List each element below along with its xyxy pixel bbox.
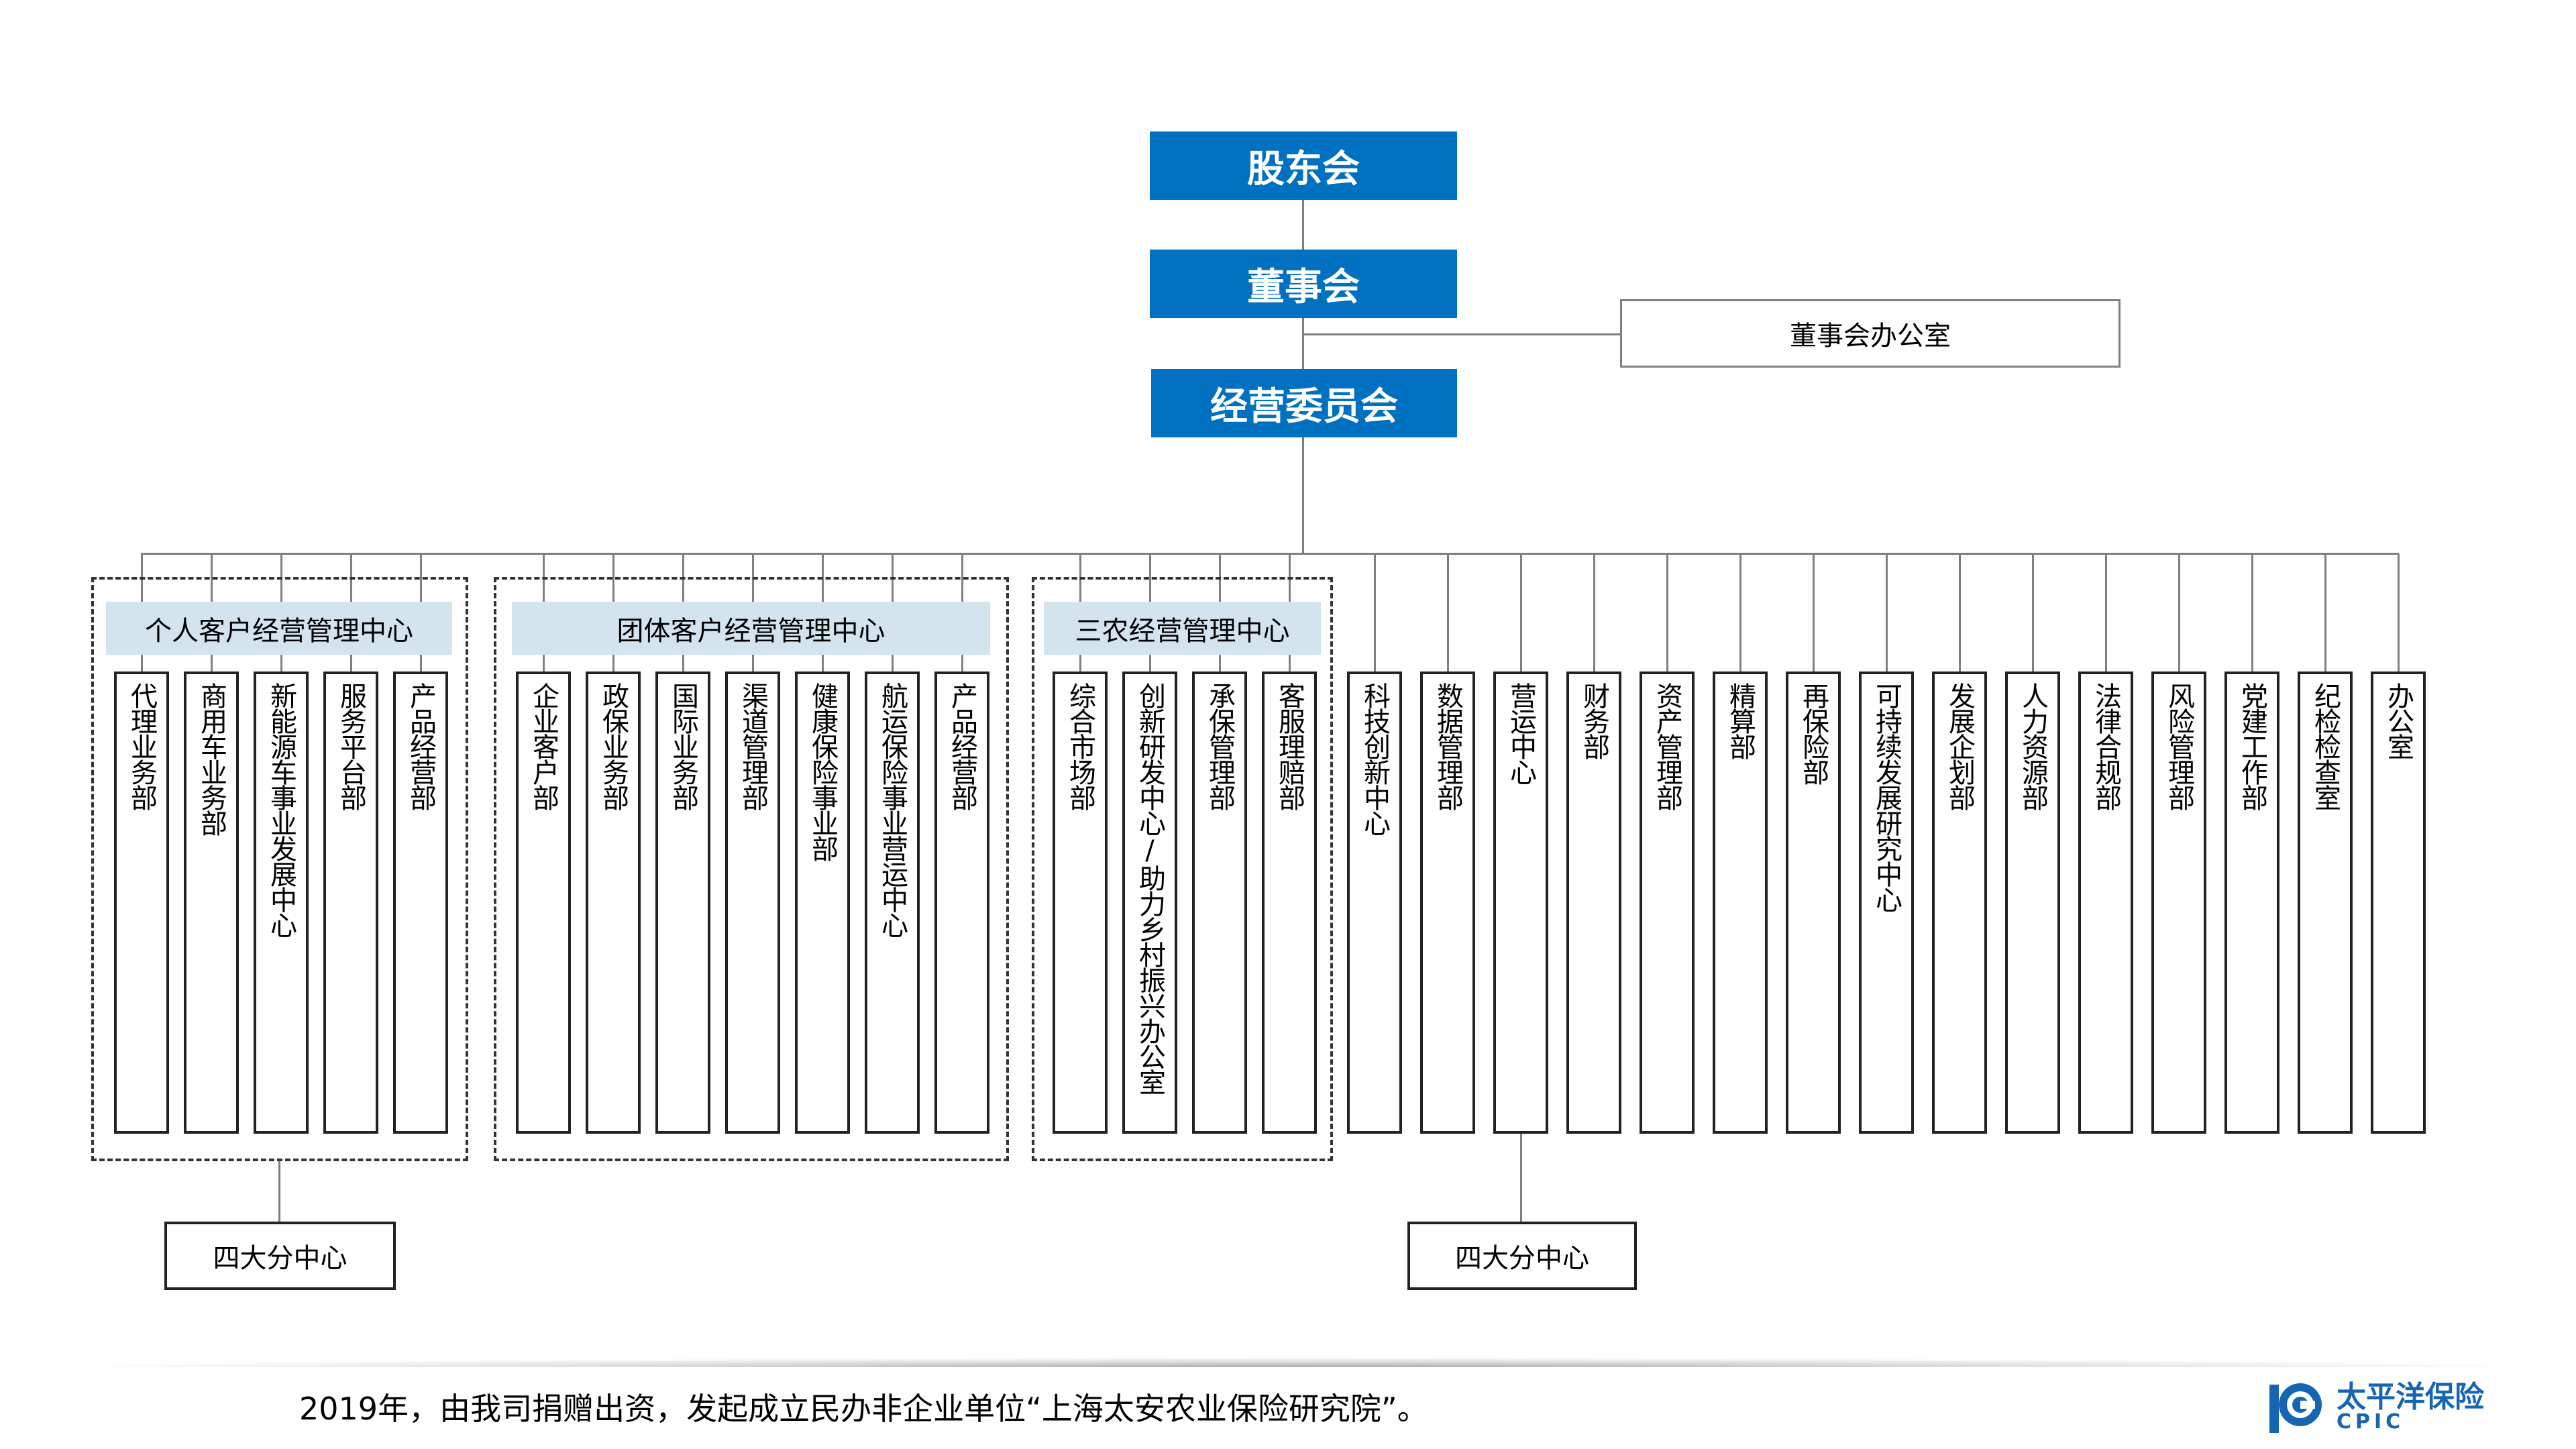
dept-box: 再保险部: [1786, 672, 1841, 1134]
footer-divider: [80, 1358, 2522, 1367]
dept-box: 代理业务部: [114, 672, 169, 1134]
connector: [1666, 554, 1668, 672]
dept-box: 可持续发展研究中心: [1859, 672, 1914, 1134]
dept-box: 产品经营部: [934, 672, 989, 1134]
group-header: 个人客户经营管理中心: [106, 602, 452, 655]
dept-box: 财务部: [1566, 672, 1621, 1134]
dept-box: 健康保险事业部: [795, 672, 850, 1134]
dept-box: 精算部: [1713, 672, 1768, 1134]
connector: [1886, 554, 1888, 672]
dept-box: 营运中心: [1493, 672, 1548, 1134]
dept-box: 国际业务部: [655, 672, 710, 1134]
connector: [350, 655, 352, 672]
branch-centers-right: 四大分中心: [1407, 1222, 1637, 1290]
dept-box: 人力资源部: [2005, 672, 2060, 1134]
group-header: 团体客户经营管理中心: [512, 602, 990, 655]
branch-centers-left: 四大分中心: [164, 1222, 396, 1290]
connector: [280, 655, 282, 672]
footer-note: 2019年，由我司捐赠出资，发起成立民办非企业单位“上海太安农业保险研究院”。: [299, 1391, 1428, 1427]
board-box: 董事会: [1150, 250, 1457, 318]
connector: [1593, 554, 1595, 672]
group-header: 三农经营管理中心: [1044, 602, 1321, 655]
dept-box: 资产管理部: [1640, 672, 1695, 1134]
dept-box: 客服理赔部: [1262, 672, 1317, 1134]
connector: [2105, 554, 2107, 672]
dept-box: 政保业务部: [586, 672, 641, 1134]
dept-box: 服务平台部: [323, 672, 378, 1134]
connector: [2178, 554, 2180, 672]
connector: [543, 655, 545, 672]
dept-box: 综合市场部: [1053, 672, 1108, 1134]
connector: [1520, 1134, 1522, 1223]
connector: [822, 655, 824, 672]
dept-box: 法律合规部: [2078, 672, 2133, 1134]
connector: [278, 1161, 280, 1223]
cpic-logo-icon: [2269, 1383, 2322, 1433]
connector: [1303, 333, 1621, 335]
connector: [1079, 655, 1081, 672]
dept-box: 发展企划部: [1932, 672, 1987, 1134]
group-dashed-frame: [1032, 577, 1333, 1161]
connector: [211, 655, 213, 672]
dept-box: 党建工作部: [2224, 672, 2279, 1134]
connector: [2324, 554, 2326, 672]
board-office-box: 董事会办公室: [1620, 299, 2121, 368]
cpic-logo: 太平洋保险 CPIC: [2268, 1381, 2484, 1434]
dept-box: 企业客户部: [516, 672, 571, 1134]
connector: [1520, 554, 1522, 672]
connector: [1374, 554, 1376, 672]
dept-box: 新能源车事业发展中心: [254, 672, 309, 1134]
dept-box: 纪检检查室: [2298, 672, 2353, 1134]
dept-box: 风险管理部: [2151, 672, 2206, 1134]
shareholders-box: 股东会: [1150, 131, 1457, 200]
dept-box: 渠道管理部: [725, 672, 780, 1134]
dept-box: 商用车业务部: [184, 672, 239, 1134]
group-dashed-frame: [494, 577, 1009, 1161]
group-dashed-frame: [91, 577, 468, 1161]
connector: [752, 655, 754, 672]
connector: [1959, 554, 1961, 672]
connector: [1149, 655, 1151, 672]
bus-line: [141, 553, 2399, 555]
connector: [682, 655, 684, 672]
connector: [892, 655, 894, 672]
connector: [1813, 554, 1815, 672]
dept-box: 科技创新中心: [1347, 672, 1402, 1134]
dept-box: 办公室: [2371, 672, 2426, 1134]
connector: [612, 655, 614, 672]
dept-box: 航运保险事业营运中心: [865, 672, 920, 1134]
dept-box: 数据管理部: [1420, 672, 1475, 1134]
connector: [961, 655, 963, 672]
connector: [1219, 655, 1221, 672]
connector: [2398, 554, 2400, 672]
connector: [2251, 554, 2253, 672]
exec-committee-box: 经营委员会: [1151, 369, 1457, 437]
logo-cn: 太平洋保险: [2337, 1380, 2484, 1414]
connector: [2032, 554, 2034, 672]
dept-box: 创新研发中心/助力乡村振兴办公室: [1122, 672, 1177, 1134]
connector: [1739, 554, 1741, 672]
dept-box: 承保管理部: [1192, 672, 1247, 1134]
logo-en: CPIC: [2337, 1410, 2405, 1434]
connector: [141, 655, 143, 672]
connector: [1289, 655, 1291, 672]
connector: [1447, 554, 1449, 672]
connector: [420, 655, 422, 672]
dept-box: 产品经营部: [393, 672, 448, 1134]
